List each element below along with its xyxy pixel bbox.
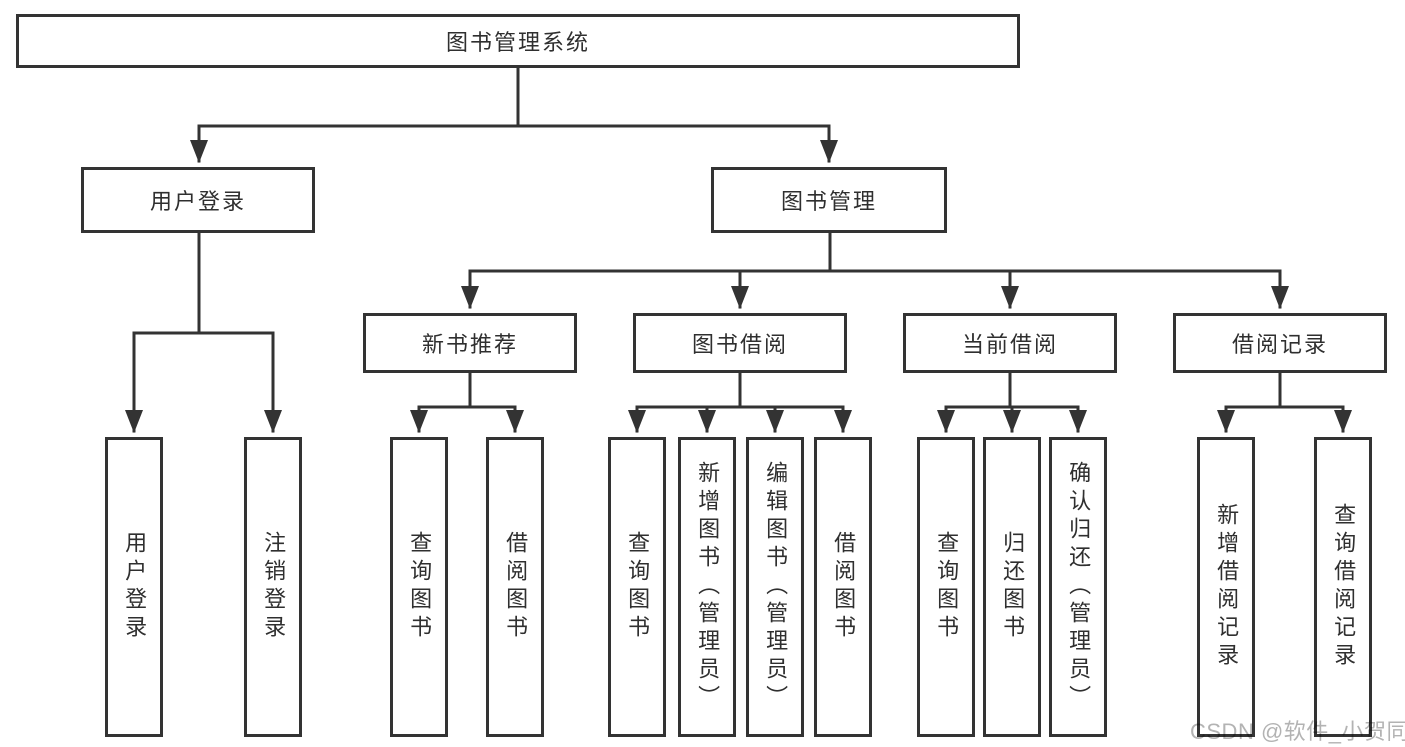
node-label: 确认归还（管理员） [1066,461,1092,713]
csdn-watermark: CSDN @软件_小贺同学 [1190,719,1405,744]
leaf-query-books-current: 查询图书 [917,437,975,737]
node-label: 查询借阅记录 [1331,503,1357,671]
node-label: 编辑图书（管理员） [763,461,789,713]
node-new-book-recommend: 新书推荐 [363,313,577,373]
leaf-borrow-books: 借阅图书 [814,437,872,737]
node-label: 新增图书（管理员） [695,461,721,713]
node-label: 图书借阅 [691,332,788,357]
leaf-add-borrow-record: 新增借阅记录 [1197,437,1255,737]
node-label: 借阅图书 [503,531,529,643]
node-label: 用户登录 [122,531,148,643]
leaf-add-books-admin: 新增图书（管理员） [678,437,736,737]
leaf-return-books: 归还图书 [983,437,1041,737]
node-label: 用户登录 [149,189,246,214]
leaf-edit-books-admin: 编辑图书（管理员） [746,437,804,737]
leaf-logout: 注销登录 [244,437,302,737]
leaf-user-login: 用户登录 [105,437,163,737]
node-label: 借阅图书 [831,531,857,643]
node-current-borrowing: 当前借阅 [903,313,1117,373]
leaf-query-books-recommend: 查询图书 [390,437,448,737]
node-label: 图书管理系统 [445,30,590,55]
node-label: 新书推荐 [421,332,518,357]
node-user-login: 用户登录 [81,167,315,233]
node-label: 图书管理 [780,189,877,214]
leaf-query-borrow-record: 查询借阅记录 [1314,437,1372,737]
node-label: 查询图书 [934,531,960,643]
node-book-management: 图书管理 [711,167,947,233]
node-label: 查询图书 [625,531,651,643]
node-book-borrowing: 图书借阅 [633,313,847,373]
node-label: 查询图书 [407,531,433,643]
node-label: 借阅记录 [1231,332,1328,357]
leaf-borrow-books-recommend: 借阅图书 [486,437,544,737]
node-library-management-system: 图书管理系统 [16,14,1020,68]
node-label: 当前借阅 [961,332,1058,357]
leaf-query-books-borrow: 查询图书 [608,437,666,737]
node-label: 新增借阅记录 [1214,503,1240,671]
leaf-confirm-return-admin: 确认归还（管理员） [1049,437,1107,737]
node-borrowing-records: 借阅记录 [1173,313,1387,373]
node-label: 归还图书 [1000,531,1026,643]
node-label: 注销登录 [261,531,287,643]
